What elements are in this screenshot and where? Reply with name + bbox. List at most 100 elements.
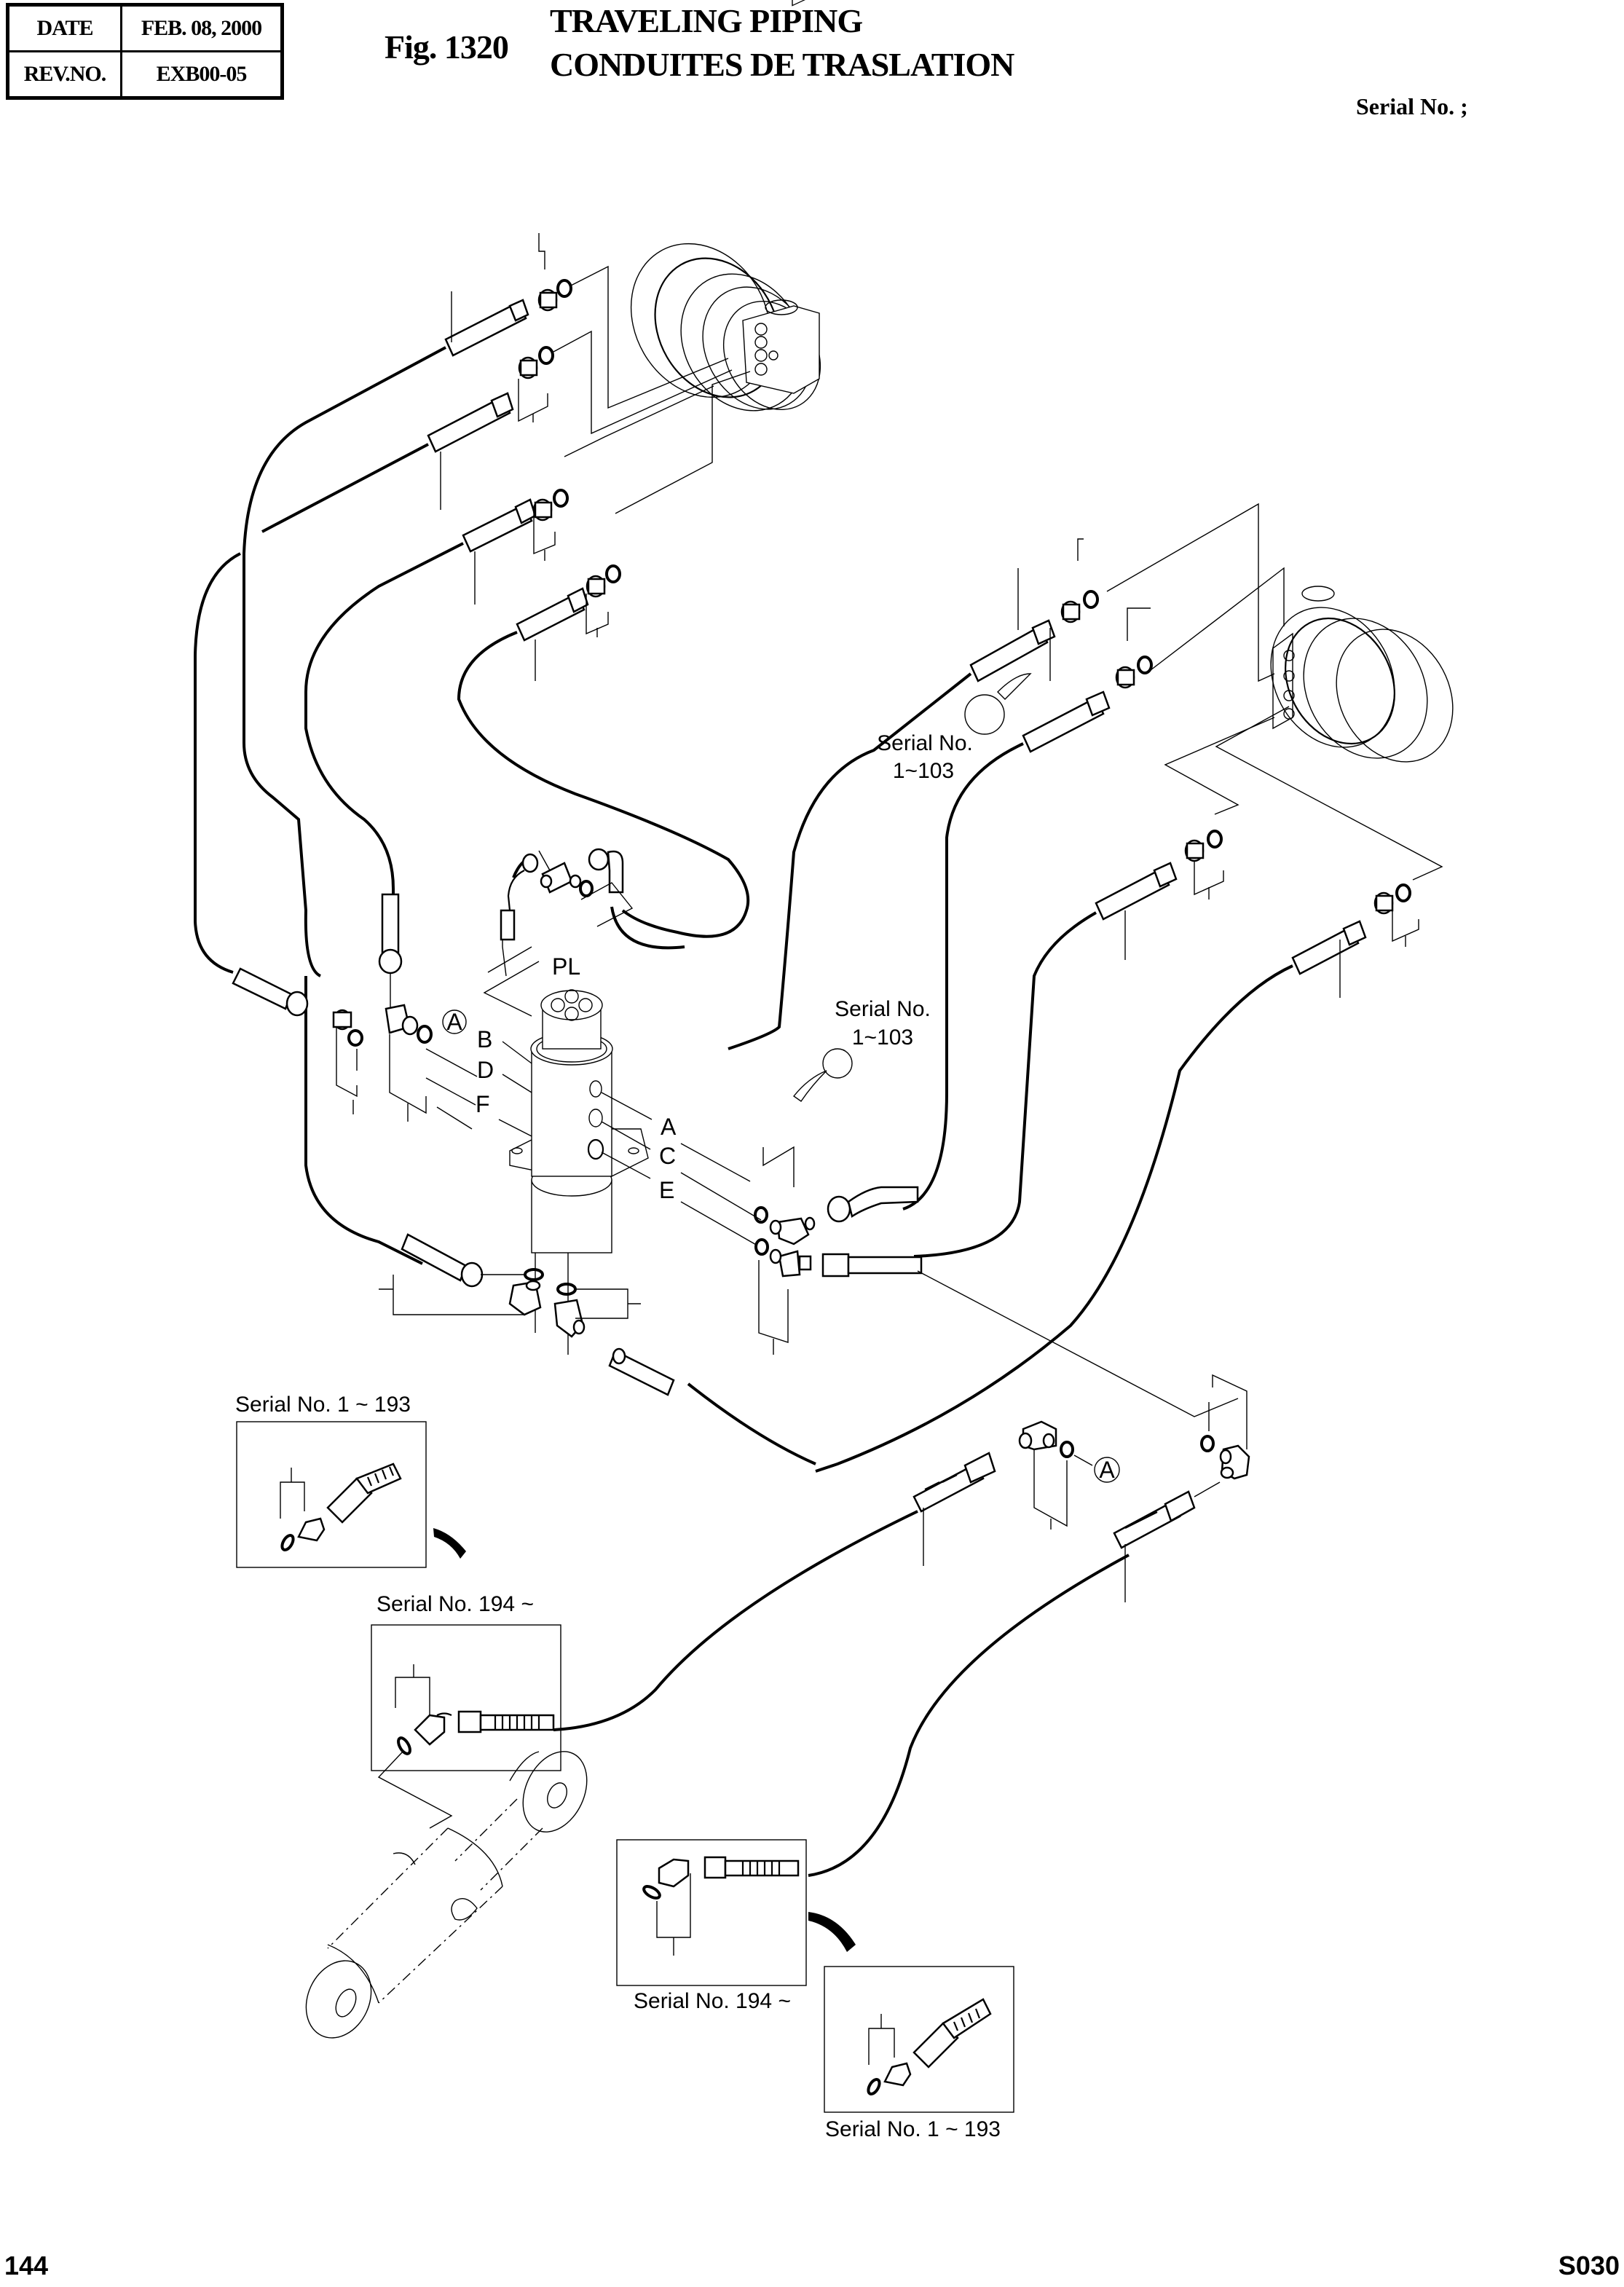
adapter [1373, 891, 1394, 915]
center-joint-right-fittings [754, 1146, 1239, 1417]
reference-marker-circle [442, 1009, 467, 1034]
elbow [1219, 1444, 1250, 1480]
elbow [769, 1248, 812, 1278]
elbow [553, 1299, 586, 1338]
hose-end [1022, 690, 1111, 753]
inset-arrow [808, 1912, 856, 1952]
revision-row-revno: REV.NO. EXB00-05 [7, 50, 283, 99]
center-joint-left-fittings [232, 893, 675, 1396]
o-ring [538, 346, 554, 365]
o-ring [754, 1238, 769, 1256]
serial-note-center-line1: Serial No. [835, 997, 931, 1021]
serial-note-center-line2: 1~103 [852, 1026, 913, 1050]
inset-serial-1-193-bottom [824, 1966, 1014, 2113]
right-upper-fittings [969, 538, 1419, 998]
serial-note-inset-bottom-right: Serial No. 1 ~ 193 [825, 2117, 1001, 2141]
serial-marker-circle [964, 694, 1005, 735]
adapter [1184, 839, 1205, 862]
adapter [537, 288, 558, 312]
hose-end [232, 967, 309, 1017]
lower-right-fittings: A [912, 1374, 1250, 1602]
o-ring [579, 880, 594, 897]
revision-table: DATE FEB. 08, 2000 REV.NO. EXB00-05 [6, 3, 284, 100]
elbow [1018, 1420, 1057, 1451]
port-label-pl: PL [552, 953, 580, 980]
leader-lines-right-motor [1106, 503, 1443, 881]
inset-serial-1-193-left [236, 1421, 427, 1568]
cylinder [305, 1751, 588, 2039]
travel-motor-right [1270, 586, 1454, 763]
reference-marker-a1: A [446, 1009, 462, 1035]
reference-marker-a2: A [1099, 1457, 1115, 1483]
serial-marker-circle [822, 1048, 853, 1079]
adapter [332, 1009, 352, 1031]
inset-serial-194-left [371, 1624, 561, 1829]
serial-markers [792, 673, 1032, 1102]
hose-end [1095, 862, 1178, 921]
hose-end [462, 498, 537, 553]
o-ring [1395, 883, 1411, 902]
port-label-a: A [661, 1114, 677, 1140]
reference-marker-circle [1094, 1457, 1120, 1483]
figure-number: Fig. 1320 [385, 28, 509, 66]
inset-arrow [433, 1528, 466, 1559]
o-ring [417, 1025, 433, 1044]
o-ring [1207, 830, 1223, 849]
revision-value: FEB. 08, 2000 [120, 4, 283, 52]
hose-end [1113, 1490, 1196, 1549]
hose-end [969, 619, 1056, 682]
hose-end [608, 1347, 675, 1396]
serial-note-inset-left-top: Serial No. 1 ~ 193 [235, 1393, 411, 1417]
serial-note-inset-bottom-mid: Serial No. 194 ~ [634, 1989, 791, 2013]
tee-fitting [540, 862, 582, 894]
hose-end [444, 299, 529, 357]
title-french: CONDUITES DE TRASLATION [550, 46, 1014, 83]
o-ring [556, 279, 572, 298]
hose-end [912, 1452, 996, 1513]
hose-end [401, 1233, 484, 1288]
o-ring [553, 489, 569, 508]
serial-marker-arrow [997, 673, 1032, 700]
travel-hoses [194, 346, 1293, 1877]
adapter [518, 356, 538, 379]
port-label-b: B [477, 1026, 492, 1052]
center-joint [509, 989, 649, 1355]
travel-motor-left [630, 0, 822, 412]
hose-end [821, 1253, 923, 1278]
o-ring [1060, 1441, 1074, 1458]
o-ring [524, 1268, 544, 1281]
port-leader-lines [425, 946, 762, 1246]
hose-end [378, 893, 403, 975]
o-ring [605, 564, 621, 583]
o-ring [1137, 656, 1153, 674]
o-ring [1200, 1435, 1215, 1452]
leader-lines-left-motor [553, 265, 751, 514]
revision-key: REV.NO. [7, 50, 122, 99]
o-ring [556, 1283, 577, 1296]
serial-notes: Serial No. 1~103 Serial No. 1~103 Serial… [235, 731, 1001, 2141]
serial-marker-arrow [792, 1070, 827, 1102]
serial-note-inset-left-mid: Serial No. 194 ~ [377, 1592, 534, 1616]
o-ring [754, 1206, 768, 1224]
pilot-line-fittings [500, 848, 685, 977]
adapter [1115, 666, 1135, 689]
elbow [385, 1004, 419, 1036]
revision-key: DATE [7, 4, 122, 52]
hose-end [516, 587, 589, 642]
adapter [586, 575, 606, 598]
inset-serial-194-bottom [616, 1839, 807, 1986]
section-code: S030 [1558, 2251, 1620, 2280]
serial-number-label: Serial No. ; [1356, 93, 1468, 119]
serial-note-upper-right-line2: 1~103 [893, 759, 954, 783]
port-label-c: C [659, 1143, 676, 1169]
port-label-f: F [476, 1091, 490, 1117]
o-ring [1083, 590, 1099, 609]
elbow [588, 848, 624, 894]
elbow [508, 1280, 542, 1316]
adapter [1060, 600, 1081, 623]
tee-fitting [769, 1216, 816, 1245]
adapter [532, 498, 553, 521]
serial-note-upper-right-line1: Serial No. [877, 731, 973, 755]
o-ring [347, 1029, 363, 1047]
